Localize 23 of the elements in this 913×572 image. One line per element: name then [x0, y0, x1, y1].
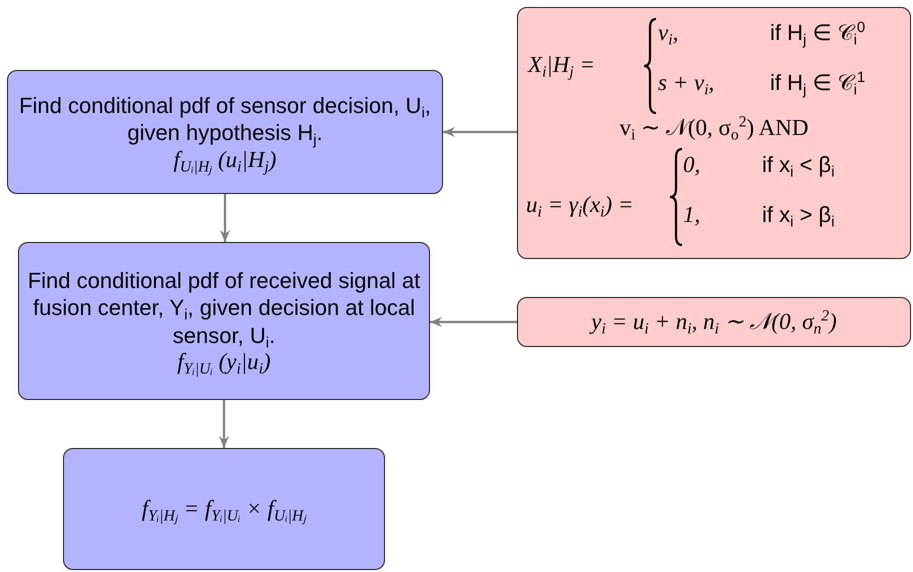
condition-text: if x$_{i}$ > β$_{i}$: [762, 202, 835, 228]
equation: f$_{Yᵢ|Hⱼ}$ = f$_{Yᵢ|Uᵢ}$ × f$_{Uᵢ|Hⱼ}$: [140, 496, 308, 522]
equation: u$_{i}$ = γ$_{i}$(x$_{i}$) =: [526, 192, 634, 218]
process-box: [7, 70, 443, 194]
arrow: [430, 317, 517, 327]
process-box: [18, 242, 430, 400]
result-box: [63, 448, 385, 570]
description-text: Find conditional pdf of received signal at fusion center, Y$_{i}$, given decision at local sensor, U$_{i}$.: [26, 266, 422, 350]
equation: f$_{Yᵢ|Uᵢ}$ (y$_{i}$|u$_{i}$): [176, 349, 272, 376]
condition-text: if x$_{i}$ < β$_{i}$: [762, 152, 835, 178]
condition-box: [517, 297, 911, 347]
equation: 1,: [683, 202, 700, 228]
equation: y$_{i}$ = u$_{i}$ + n$_{i}$, n$_{i}$ ∼ 𝒩(0, σ$_{n}$$^{2}$): [588, 306, 838, 335]
description-text: Find conditional pdf of sensor decision, U$_{i}$, given hypothesis H$_{j}$.: [18, 92, 432, 146]
arrow: [220, 194, 230, 242]
equation: X$_{i}$|H$_{j}$ =: [528, 52, 595, 78]
arrow: [443, 127, 517, 137]
equation: s + v$_{i}$,: [658, 70, 714, 96]
condition-box: [517, 7, 911, 259]
arrow: [219, 400, 229, 448]
equation: v$_{i}$,: [658, 20, 678, 46]
equation: v$_{i}$ ∼ 𝒩(0, σ$_{o}$$^{2}$) AND: [618, 114, 810, 141]
equation: 0,: [683, 152, 700, 178]
